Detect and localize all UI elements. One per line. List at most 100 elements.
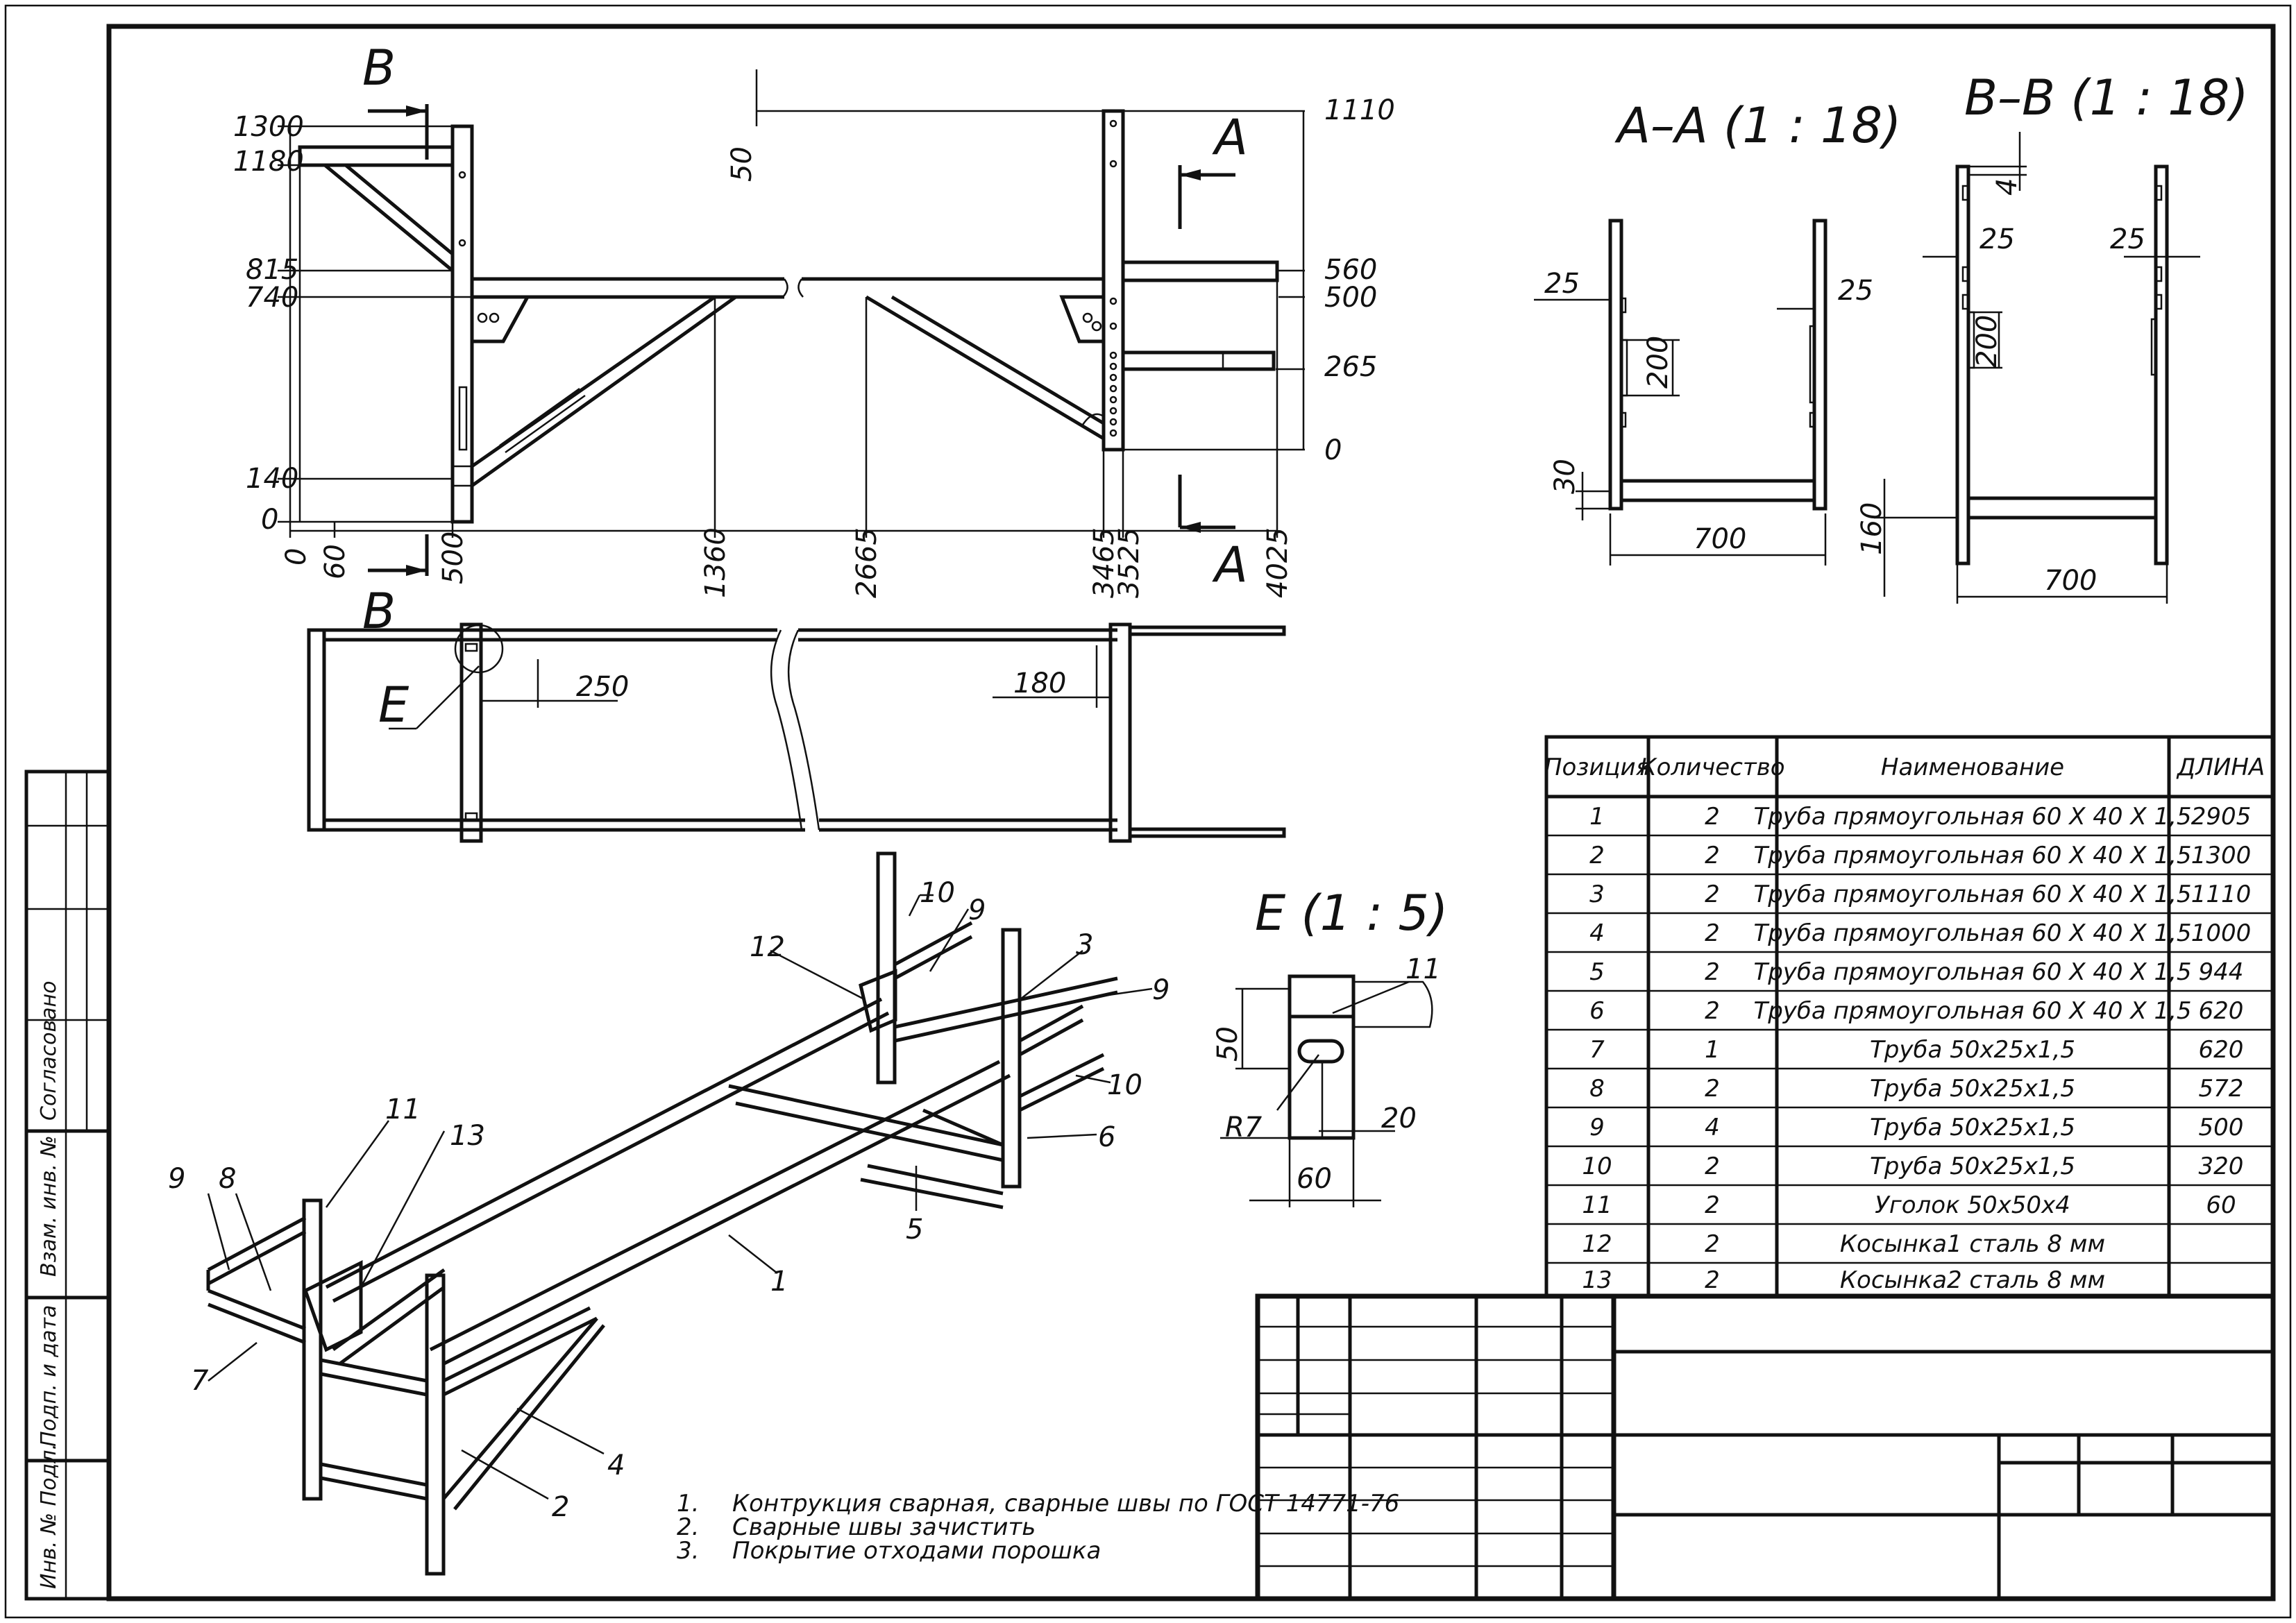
- section-bb: B–B (1 : 18) 4 25 25 200 160 700: [1856, 69, 2249, 604]
- aa-dim-30: 30: [1549, 459, 1581, 494]
- note-2-num: 2.: [677, 1513, 699, 1541]
- section-aa: A–A (1 : 18) 25 25 200 30 700: [1534, 97, 1901, 566]
- level-1300: 1300: [233, 111, 304, 143]
- note-1-text: Контрукция сварная, сварные швы по ГОСТ …: [732, 1490, 1399, 1518]
- bom-row-10-qty: 2: [1705, 1153, 1720, 1180]
- bom-row-7-pos: 7: [1589, 1036, 1605, 1064]
- notes: 1. Контрукция сварная, сварные швы по ГО…: [677, 1490, 1399, 1565]
- bom-row-5-len: 944: [2199, 958, 2244, 986]
- bom-row-9-qty: 4: [1705, 1114, 1720, 1141]
- detail-e-title: E (1 : 5): [1255, 885, 1448, 942]
- aa-dim-25-left: 25: [1544, 268, 1580, 300]
- bb-dim-25-right: 25: [2110, 223, 2145, 255]
- bom-row-6-len: 620: [2199, 997, 2244, 1025]
- level-1180: 1180: [233, 146, 304, 178]
- bb-dim-25-left: 25: [1980, 223, 2015, 255]
- level-265: 265: [1324, 351, 1377, 383]
- level-1110: 1110: [1324, 94, 1395, 126]
- bom-row-11-len: 60: [2206, 1191, 2236, 1219]
- x-0: 0: [280, 548, 312, 566]
- bom-row-4-len: 1000: [2191, 919, 2252, 947]
- bom-row-10-pos: 10: [1582, 1153, 1612, 1180]
- level-500: 500: [1324, 282, 1377, 314]
- callout-9-left: 9: [168, 1163, 185, 1195]
- title-block: [1255, 1293, 2276, 1601]
- detail-e-r7: R7: [1225, 1112, 1263, 1144]
- bom-row-13-qty: 2: [1705, 1266, 1720, 1294]
- front-view: B B A A 1300 1180 815 740 140 0 1110 560…: [233, 40, 1395, 640]
- bom-row-6-name: Труба прямоугольная 60 X 40 X 1,5: [1753, 997, 2191, 1025]
- bom-header-length: ДЛИНА: [2176, 754, 2265, 781]
- bom-row-7-name: Труба 50х25х1,5: [1870, 1036, 2075, 1064]
- bom-row-12-name: Косынка1 сталь 8 мм: [1840, 1230, 2105, 1258]
- letter-a-bottom: A: [1212, 536, 1248, 593]
- aa-dim-700: 700: [1694, 523, 1746, 555]
- plan-view: E 250 180: [307, 622, 1286, 843]
- bom-row-13-name: Косынка2 сталь 8 мм: [1840, 1266, 2105, 1294]
- bom-row-5-name: Труба прямоугольная 60 X 40 X 1,5: [1753, 958, 2191, 986]
- aa-dim-200: 200: [1642, 336, 1674, 389]
- isometric-view: 10 9 12 3 9 10 6 5 1 11 13 9 8 7 4 2: [168, 851, 1170, 1576]
- bom-row-3-pos: 3: [1589, 881, 1605, 908]
- x-1360: 1360: [700, 527, 732, 598]
- callout-5: 5: [906, 1214, 923, 1246]
- note-2-text: Сварные швы зачистить: [732, 1513, 1036, 1541]
- detail-e: E (1 : 5) 50 R7 20 60 11: [1212, 885, 1448, 1207]
- callout-10-top: 10: [920, 877, 955, 909]
- bom-row-12-pos: 12: [1582, 1230, 1612, 1258]
- callout-11: 11: [385, 1094, 421, 1125]
- bom-row-3-name: Труба прямоугольная 60 X 40 X 1,5: [1753, 881, 2191, 908]
- detail-e-50: 50: [1212, 1026, 1244, 1062]
- callout-2: 2: [552, 1491, 569, 1523]
- x-3525: 3525: [1113, 527, 1145, 598]
- level-0-right: 0: [1324, 434, 1342, 466]
- note-3-num: 3.: [677, 1537, 699, 1565]
- bom-header-position: Позиция: [1544, 754, 1650, 781]
- letter-e: E: [378, 677, 410, 733]
- level-560: 560: [1324, 254, 1377, 286]
- x-2665: 2665: [851, 527, 883, 598]
- callout-8: 8: [219, 1163, 236, 1195]
- bom-row-8-len: 572: [2199, 1075, 2244, 1103]
- stamp-inv-podl: Инв. № Подл.: [37, 1443, 61, 1589]
- bom-row-4-pos: 4: [1589, 919, 1605, 947]
- letter-b-top: B: [362, 40, 396, 96]
- detail-e-callout-11: 11: [1406, 953, 1441, 985]
- aa-dim-25-right: 25: [1838, 275, 1873, 307]
- callout-9-right: 9: [1152, 974, 1170, 1006]
- bom-row-1-pos: 1: [1589, 803, 1605, 831]
- level-815: 815: [246, 254, 298, 286]
- bom-row-10-len: 320: [2199, 1153, 2244, 1180]
- note-3-text: Покрытие отходами порошка: [732, 1537, 1101, 1565]
- stamp-podp-data: Подп. и дата: [37, 1305, 61, 1447]
- bom-row-1-qty: 2: [1705, 803, 1720, 831]
- bom-row-3-len: 1110: [2191, 881, 2252, 908]
- callout-10-right: 10: [1107, 1069, 1142, 1101]
- x-3465: 3465: [1088, 527, 1120, 598]
- bom-row-9-name: Труба 50х25х1,5: [1870, 1114, 2075, 1141]
- section-bb-title: B–B (1 : 18): [1964, 69, 2249, 126]
- outer-frame: [4, 4, 2292, 1619]
- plan-dim-250: 250: [576, 671, 629, 703]
- x-60: 60: [319, 544, 351, 579]
- bb-dim-4: 4: [1991, 178, 2023, 196]
- plan-dim-180: 180: [1013, 668, 1066, 699]
- bb-dim-160: 160: [1856, 502, 1888, 555]
- bom-row-9-len: 500: [2199, 1114, 2244, 1141]
- bom-row-1-name: Труба прямоугольная 60 X 40 X 1,5: [1753, 803, 2191, 831]
- callout-4: 4: [607, 1450, 625, 1481]
- callout-9-top: 9: [968, 894, 986, 926]
- section-aa-title: A–A (1 : 18): [1614, 97, 1901, 154]
- level-740: 740: [246, 282, 298, 314]
- x-4025: 4025: [1262, 527, 1294, 598]
- bom-row-1-len: 2905: [2191, 803, 2252, 831]
- bom-row-8-qty: 2: [1705, 1075, 1720, 1103]
- x-500: 500: [437, 532, 469, 584]
- bom-row-5-qty: 2: [1705, 958, 1720, 986]
- bom-row-4-name: Труба прямоугольная 60 X 40 X 1,5: [1753, 919, 2191, 947]
- bom-row-2-pos: 2: [1589, 842, 1605, 869]
- callout-1: 1: [770, 1266, 788, 1298]
- callout-6: 6: [1098, 1121, 1115, 1153]
- bom-header-quantity: Количество: [1639, 754, 1784, 781]
- bom-table: Позиция Количество Наименование ДЛИНА 1 …: [1544, 735, 2275, 1298]
